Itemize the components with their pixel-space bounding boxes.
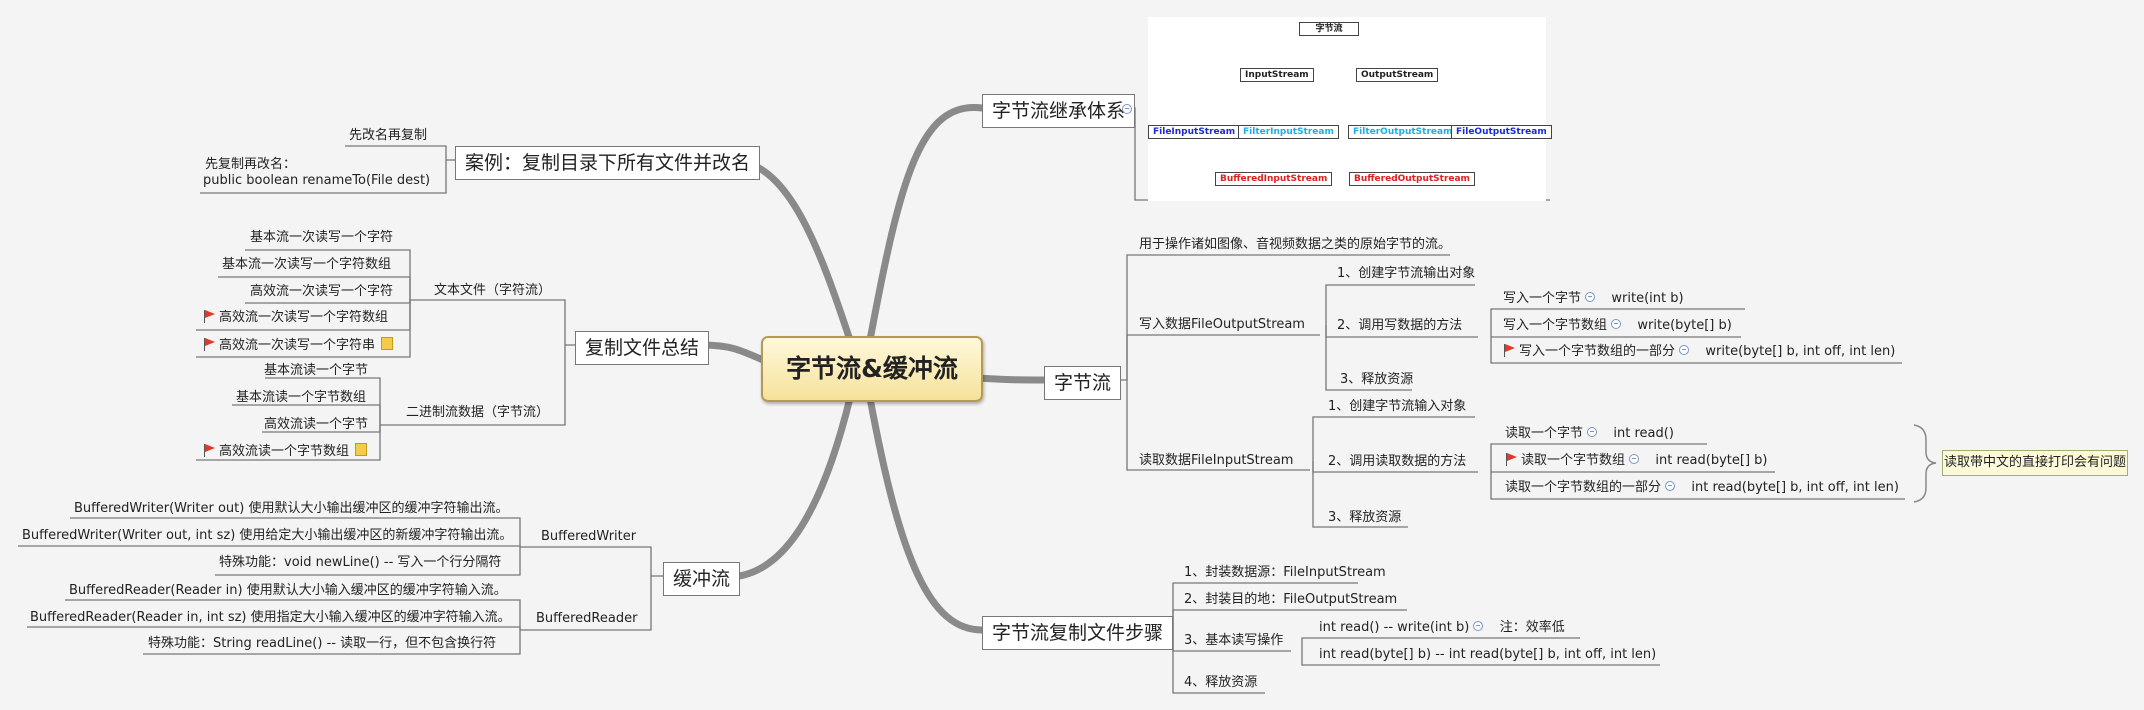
copy-op1: int read() -- write(int b) 注：效率低 <box>1319 620 1565 635</box>
diagram-inputstream: InputStream <box>1240 68 1314 82</box>
case-copy-then-rename: 先复制再改名： <box>205 157 297 172</box>
collapse-icon[interactable] <box>1587 427 1598 437</box>
write-step2: 2、调用写数据的方法 <box>1337 318 1463 333</box>
summary-bin-4: 高效流读一个字节数组 <box>203 443 368 460</box>
case-rename-method: public boolean renameTo(File dest) <box>203 173 431 188</box>
case-rename-then-copy: 先改名再复制 <box>349 128 428 143</box>
topic-copy-steps[interactable]: 字节流复制文件步骤 <box>982 616 1174 650</box>
topic-summary[interactable]: 复制文件总结 <box>575 331 710 365</box>
flag-icon <box>203 338 215 351</box>
copy-step2: 2、封装目的地：FileOutputStream <box>1184 592 1398 607</box>
note-icon[interactable] <box>381 337 394 350</box>
buffered-reader-label: BufferedReader <box>536 611 638 626</box>
copy-step3: 3、基本读写操作 <box>1184 633 1284 648</box>
collapse-icon[interactable] <box>1679 345 1690 355</box>
collapse-icon[interactable] <box>1611 319 1622 329</box>
diagram-fileoutputstream: FileOutputStream <box>1451 125 1552 139</box>
copy-op2: int read(byte[] b) -- int read(byte[] b,… <box>1319 647 1657 662</box>
collapse-icon[interactable] <box>1585 292 1596 302</box>
collapse-icon[interactable] <box>1122 104 1132 114</box>
summary-bin-3: 高效流读一个字节 <box>264 417 369 432</box>
buffered-writer-label: BufferedWriter <box>541 529 637 544</box>
read-step1: 1、创建字节流输入对象 <box>1328 399 1467 414</box>
buffered-writer-3: 特殊功能：void newLine() -- 写入一个行分隔符 <box>219 555 502 570</box>
inheritance-diagram: 字节流 InputStream OutputStream FileInputSt… <box>1148 17 1552 201</box>
read-step2: 2、调用读取数据的方法 <box>1328 454 1467 469</box>
collapse-icon[interactable] <box>1665 481 1676 491</box>
write-step3: 3、释放资源 <box>1340 372 1414 387</box>
diagram-root: 字节流 <box>1299 22 1359 36</box>
buffered-writer-1: BufferedWriter(Writer out) 使用默认大小输出缓冲区的缓… <box>74 501 509 516</box>
diagram-bufferedinputstream: BufferedInputStream <box>1215 172 1333 186</box>
diagram-outputstream: OutputStream <box>1356 68 1439 82</box>
bytestream-desc: 用于操作诸如图像、音视频数据之类的原始字节的流。 <box>1139 237 1452 252</box>
summary-text-5: 高效流一次读写一个字符串 <box>203 337 394 354</box>
topic-inheritance[interactable]: 字节流继承体系 <box>982 94 1136 128</box>
flag-icon <box>203 310 215 323</box>
flag-icon <box>1503 344 1515 357</box>
note-icon[interactable] <box>355 443 368 456</box>
read-method3: 读取一个字节数组的一部分 int read(byte[] b, int off,… <box>1505 480 1899 495</box>
read-method1: 读取一个字节 int read() <box>1505 426 1674 441</box>
write-method2: 写入一个字节数组 write(byte[] b) <box>1503 318 1732 333</box>
copy-step4: 4、释放资源 <box>1184 675 1258 690</box>
summary-text-1: 基本流一次读写一个字符 <box>250 230 394 245</box>
diagram-bufferedoutputstream: BufferedOutputStream <box>1349 172 1475 186</box>
summary-text-2: 基本流一次读写一个字符数组 <box>222 257 392 272</box>
topic-case[interactable]: 案例：复制目录下所有文件并改名 <box>455 146 761 180</box>
collapse-icon[interactable] <box>1473 621 1484 631</box>
write-step1: 1、创建字节流输出对象 <box>1337 266 1476 281</box>
read-step3: 3、释放资源 <box>1328 510 1402 525</box>
diagram-fileinputstream: FileInputStream <box>1148 125 1241 139</box>
read-label[interactable]: 读取数据FileInputStream <box>1139 453 1294 468</box>
copy-step1: 1、封装数据源：FileInputStream <box>1184 565 1386 580</box>
buffered-writer-2: BufferedWriter(Writer out, int sz) 使用给定大… <box>22 528 513 543</box>
read-method2: 读取一个字节数组 int read(byte[] b) <box>1505 453 1768 469</box>
summary-text-4: 高效流一次读写一个字符数组 <box>203 310 388 326</box>
topic-bytestream[interactable]: 字节流 <box>1044 366 1122 400</box>
diagram-filterinputstream: FilterInputStream <box>1238 125 1339 139</box>
summary-text-label: 文本文件（字符流） <box>434 283 552 298</box>
summary-bin-label: 二进制流数据（字节流） <box>406 405 550 420</box>
write-method1: 写入一个字节 write(int b) <box>1503 291 1684 306</box>
summary-bin-1: 基本流读一个字节 <box>264 363 369 378</box>
write-method3: 写入一个字节数组的一部分 write(byte[] b, int off, in… <box>1503 344 1895 360</box>
brace-icon <box>1913 424 1937 503</box>
collapse-icon[interactable] <box>1629 454 1640 464</box>
buffered-reader-2: BufferedReader(Reader in, int sz) 使用指定大小… <box>30 610 511 625</box>
buffered-reader-1: BufferedReader(Reader in) 使用默认大小输入缓冲区的缓冲… <box>69 583 507 598</box>
central-topic[interactable]: 字节流&缓冲流 <box>761 336 983 402</box>
buffered-reader-3: 特殊功能：String readLine() -- 读取一行，但不包含换行符 <box>148 636 497 651</box>
write-label[interactable]: 写入数据FileOutputStream <box>1139 317 1305 332</box>
flag-icon <box>1505 453 1517 466</box>
summary-text-3: 高效流一次读写一个字符 <box>250 284 394 299</box>
summary-bin-2: 基本流读一个字节数组 <box>236 390 367 405</box>
flag-icon <box>203 444 215 457</box>
topic-buffer[interactable]: 缓冲流 <box>663 562 741 596</box>
read-comment: 读取带中文的直接打印会有问题 <box>1942 450 2128 476</box>
diagram-filteroutputstream: FilterOutputStream <box>1348 125 1458 139</box>
